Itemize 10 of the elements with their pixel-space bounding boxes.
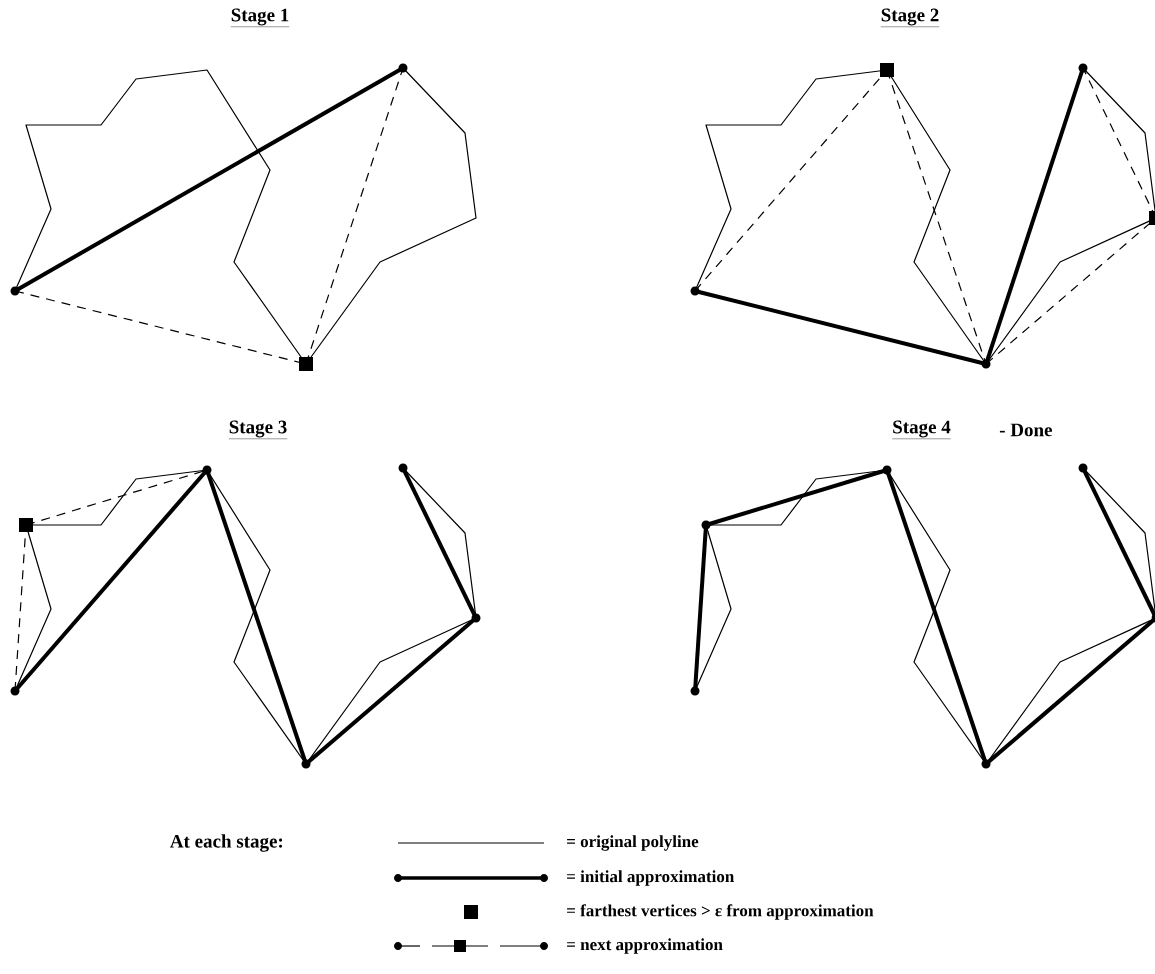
legend-text: = initial approximation [567,870,735,886]
legend-text: = next approximation [567,938,723,954]
stage-title: Stage 3 [228,420,288,439]
legend-text: = farthest vertices > ε from approximation [567,904,874,920]
stage-title: - Done [999,423,1052,437]
stage-title: Stage 1 [230,8,290,27]
stage-title: Stage 2 [880,8,940,27]
legend-text: = original polyline [567,835,699,851]
legend-heading: At each stage: [170,834,283,852]
stage-title: Stage 4 [892,420,951,439]
